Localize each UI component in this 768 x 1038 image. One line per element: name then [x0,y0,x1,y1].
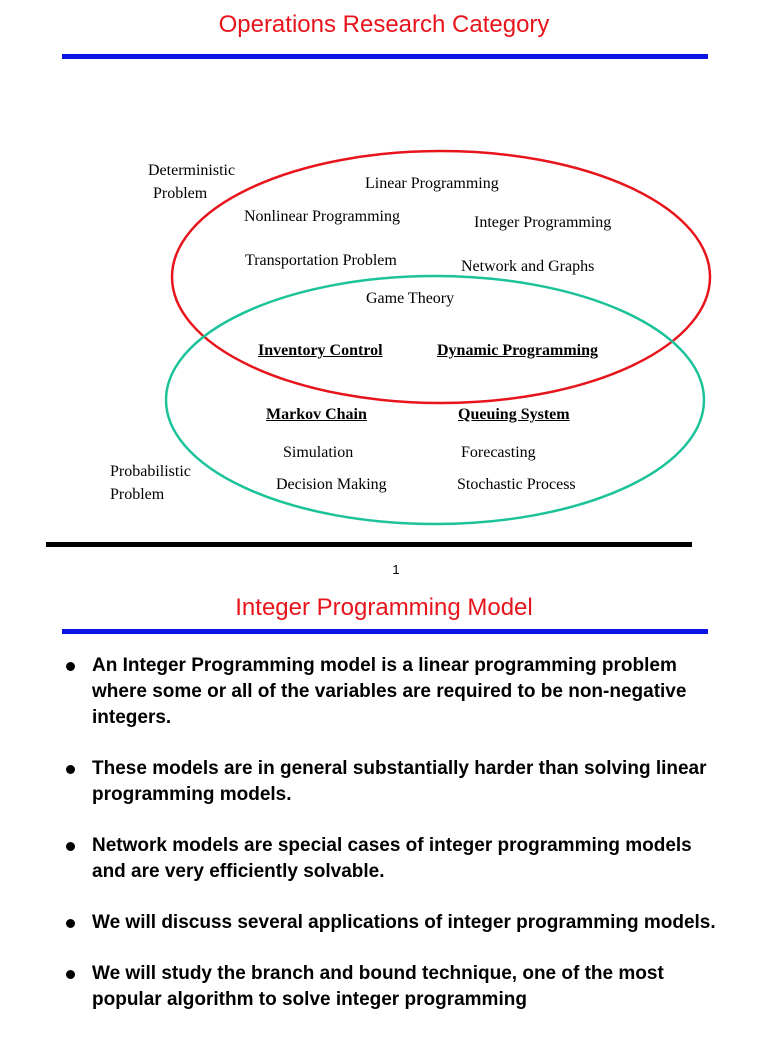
slide2-title-rule [62,629,708,634]
bullet-item: An Integer Programming model is a linear… [62,653,722,731]
deterministic-label-line2: Problem [153,185,208,202]
item-nonlinear-programming: Nonlinear Programming [244,208,400,225]
bullet-text: We will study the branch and bound techn… [92,963,664,1010]
bullet-item: We will discuss several applications of … [62,910,722,936]
slide1-title: Operations Research Category [218,11,550,38]
probabilistic-ellipse [164,274,706,526]
slide2-title: Integer Programming Model [235,594,533,621]
bullet-list: An Integer Programming model is a linear… [62,653,722,1038]
item-stochastic-process: Stochastic Process [457,476,576,493]
deterministic-label-line1: Deterministic [148,162,236,179]
item-inventory-control: Inventory Control [258,342,383,359]
item-simulation: Simulation [283,444,354,461]
bullet-dot-icon [66,662,75,671]
item-forecasting: Forecasting [461,444,536,461]
item-queuing-system: Queuing System [458,406,570,423]
bullet-text: Network models are special cases of inte… [92,835,692,882]
slide1-title-rule [62,54,708,59]
deterministic-ellipse [170,149,712,405]
item-dynamic-programming: Dynamic Programming [437,342,599,359]
probabilistic-label-line1: Probabilistic [110,463,191,480]
item-transportation-problem: Transportation Problem [245,252,397,269]
bullet-text: These models are in general substantiall… [92,758,707,805]
bullet-dot-icon [66,970,75,979]
item-game-theory: Game Theory [366,290,455,307]
bullet-text: An Integer Programming model is a linear… [92,655,687,728]
item-linear-programming: Linear Programming [365,175,499,192]
slide1-bottom-rule [46,542,692,547]
item-decision-making: Decision Making [276,476,387,493]
bullet-dot-icon [66,765,75,774]
venn-diagram [164,149,712,526]
bullet-dot-icon [66,842,75,851]
bullet-dot-icon [66,919,75,928]
item-markov-chain: Markov Chain [266,406,367,423]
bullet-item: Network models are special cases of inte… [62,833,722,885]
probabilistic-label-line2: Problem [110,486,165,503]
bullet-item: These models are in general substantiall… [62,756,722,808]
bullet-item: We will study the branch and bound techn… [62,961,722,1013]
page-number: 1 [392,562,400,577]
bullet-text: We will discuss several applications of … [92,912,716,933]
item-integer-programming: Integer Programming [474,214,612,231]
item-network-and-graphs: Network and Graphs [461,258,595,275]
